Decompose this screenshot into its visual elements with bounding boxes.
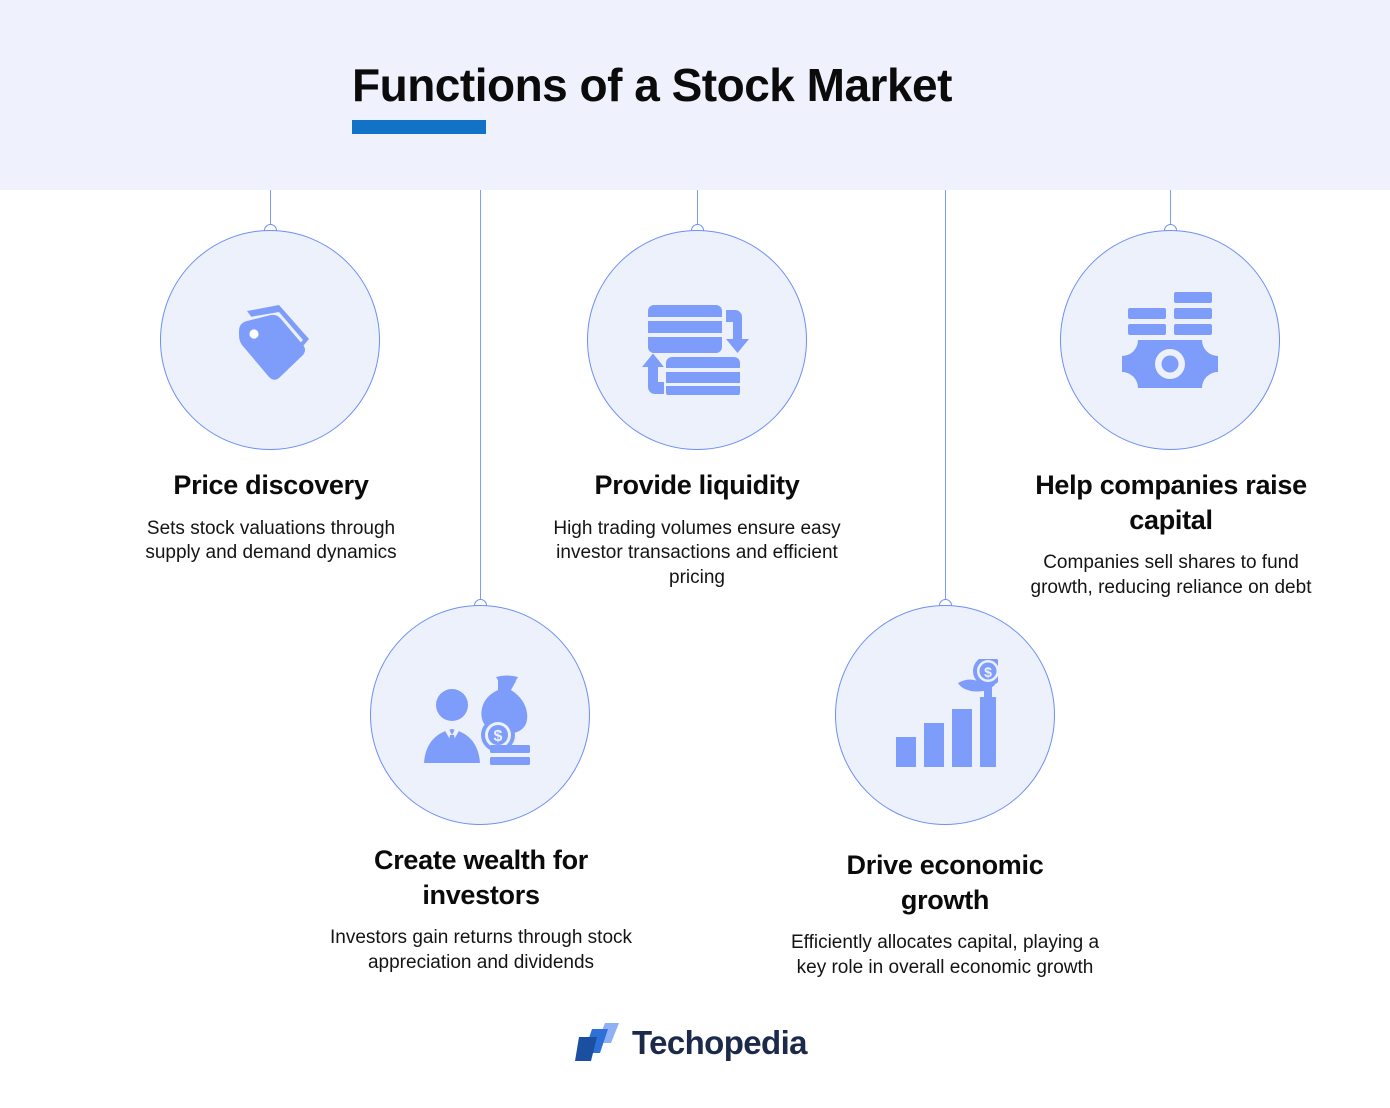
techopedia-wordmark: Techopedia — [632, 1024, 808, 1061]
growth-chart-plant-icon: $ — [892, 659, 998, 771]
price-tag-icon — [217, 287, 323, 393]
item-text-drive-growth: Drive economic growth Efficiently alloca… — [764, 848, 1126, 980]
connector-line-create-wealth — [479, 190, 481, 605]
item-title: Price discovery — [173, 470, 369, 500]
techopedia-mark-icon — [575, 1021, 621, 1065]
icon-circle-create-wealth[interactable]: $ — [370, 605, 590, 825]
item-title: Create wealth for investors — [374, 845, 588, 910]
item-text-price-discovery: Price discovery Sets stock valuations th… — [90, 468, 452, 566]
item-description: Investors gain returns through stock app… — [329, 927, 633, 973]
connector-line-price-discovery — [269, 190, 271, 230]
connector-line-help-companies — [1169, 190, 1171, 230]
header-band: Functions of a Stock Market — [0, 0, 1390, 190]
icon-circle-help-companies[interactable] — [1060, 230, 1280, 450]
title-accent-bar — [352, 120, 486, 134]
icon-circle-inner — [173, 243, 367, 437]
icon-circle-inner: $ — [383, 618, 577, 812]
connector-line-provide-liquidity — [696, 190, 698, 230]
banknote-coins-icon — [1114, 286, 1226, 394]
connector-line-drive-growth — [944, 190, 946, 605]
item-text-provide-liquidity: Provide liquidity High trading volumes e… — [516, 468, 878, 591]
svg-text:$: $ — [984, 664, 992, 680]
icon-circle-inner — [1073, 243, 1267, 437]
item-description: Efficiently allocates capital, playing a… — [790, 932, 1100, 978]
icon-circle-inner — [600, 243, 794, 437]
item-title: Help companies raise capital — [1035, 470, 1307, 535]
icon-circle-inner: $ — [848, 618, 1042, 812]
page-title: Functions of a Stock Market — [352, 59, 952, 111]
item-text-help-companies: Help companies raise capital Companies s… — [990, 468, 1352, 600]
icon-circle-drive-growth[interactable]: $ — [835, 605, 1055, 825]
techopedia-logo[interactable]: Techopedia — [575, 1021, 808, 1065]
svg-text:$: $ — [494, 728, 503, 745]
investor-money-bag-icon: $ — [422, 659, 538, 771]
exchange-stacks-icon — [642, 285, 752, 395]
item-title: Provide liquidity — [594, 470, 800, 500]
item-description: Companies sell shares to fund growth, re… — [1030, 552, 1312, 598]
item-title: Drive economic growth — [846, 850, 1044, 915]
icon-circle-price-discovery[interactable] — [160, 230, 380, 450]
icon-circle-provide-liquidity[interactable] — [587, 230, 807, 450]
item-description: High trading volumes ensure easy investo… — [553, 517, 841, 588]
item-text-create-wealth: Create wealth for investors Investors ga… — [300, 843, 662, 975]
item-description: Sets stock valuations through supply and… — [145, 517, 397, 564]
